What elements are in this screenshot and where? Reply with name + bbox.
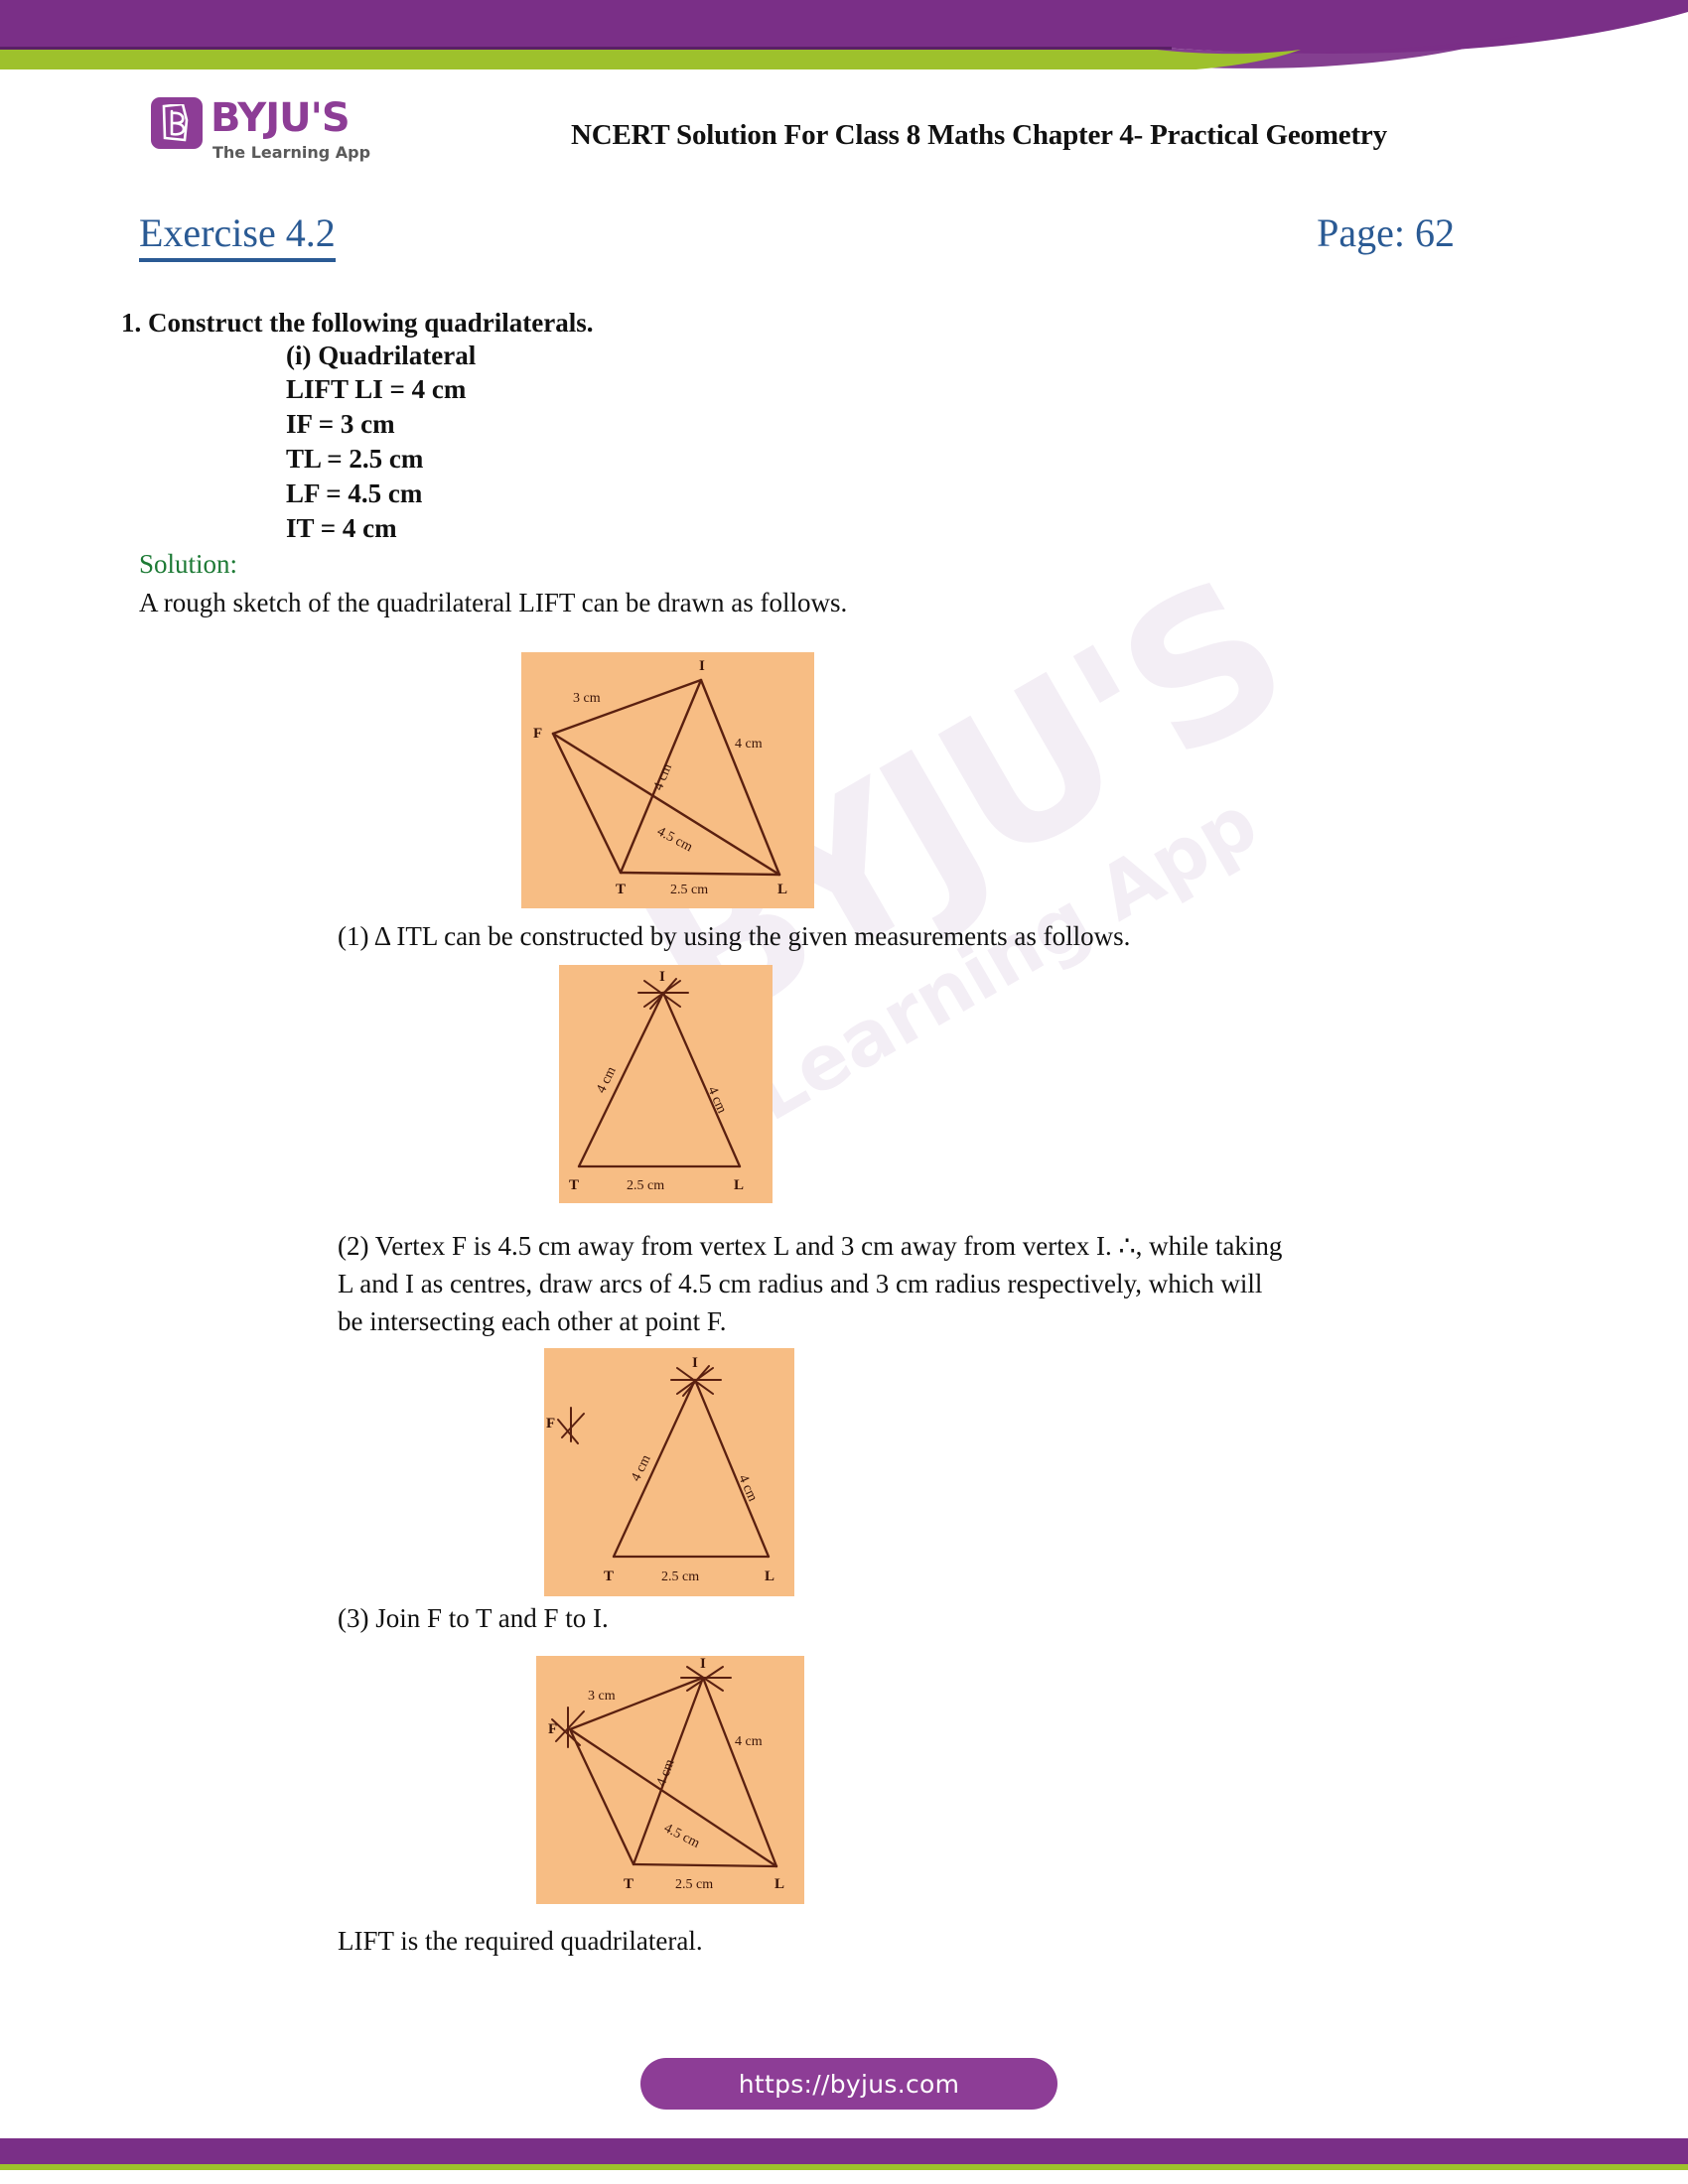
header-divider-line [0, 47, 1172, 50]
vertex-label-L: L [765, 1569, 774, 1584]
measurement-lf: LF = 4.5 cm [286, 478, 423, 508]
arc-intersection-marks-F [551, 1706, 585, 1748]
vertex-label-L: L [734, 1177, 744, 1193]
side-label-4cm-right: 4 cm [735, 1734, 763, 1749]
vertex-label-L: L [777, 882, 787, 897]
document-title: NCERT Solution For Class 8 Maths Chapter… [571, 119, 1387, 151]
side-label-4cm-diag: 4 cm [654, 1757, 678, 1788]
vertex-label-L: L [774, 1876, 784, 1892]
conclusion-text: LIFT is the required quadrilateral. [338, 1926, 703, 1956]
vertex-label-I: I [699, 658, 705, 674]
header-decorative-bands [0, 0, 1688, 69]
arc-intersection-marks-I [637, 978, 689, 1010]
vertex-label-I: I [700, 1656, 706, 1672]
side-label-25cm: 2.5 cm [661, 1570, 699, 1584]
arc-intersection-marks-I [680, 1666, 732, 1692]
step-1-text: (1) Δ ITL can be constructed by using th… [338, 921, 1131, 951]
logo-brand-text: BYJU'S [211, 95, 351, 141]
measurement-it: IT = 4 cm [286, 513, 397, 543]
figure-2-svg: I T L 4 cm 4 cm 2.5 cm [569, 969, 744, 1193]
footer-purple-band [0, 2138, 1688, 2164]
side-label-4cm-right: 4 cm [735, 1473, 760, 1504]
footer-decorative-bands [0, 2115, 1688, 2184]
arc-intersection-marks-I [670, 1365, 722, 1397]
footer-green-band [0, 2164, 1688, 2170]
side-label-3cm: 3 cm [588, 1689, 616, 1704]
byjus-logo: BYJU'S The Learning App [151, 95, 389, 169]
byjus-b-glyph [162, 104, 189, 142]
side-label-4cm-right: 4 cm [704, 1085, 729, 1116]
step-2-line-3: be intersecting each other at point F. [338, 1306, 727, 1336]
step-2-line-1: (2) Vertex F is 4.5 cm away from vertex … [338, 1231, 1283, 1261]
figure-4-svg: I F T L 3 cm 4 cm 4 cm 4.5 cm 2.5 cm [548, 1656, 784, 1892]
figure-triangle-itl-with-arcs: I F T L 4 cm 4 cm 2.5 cm [544, 1348, 794, 1596]
byjus-url-button[interactable]: https://byjus.com [640, 2058, 1057, 2110]
byjus-b-logo-icon [151, 97, 203, 149]
measurement-if: IF = 3 cm [286, 409, 395, 439]
vertex-label-I: I [692, 1355, 698, 1371]
header-band-svg [0, 0, 1688, 69]
vertex-label-T: T [569, 1177, 579, 1193]
figure-quadrilateral-lift-complete: I F T L 3 cm 4 cm 4 cm 4.5 cm 2.5 cm [536, 1656, 804, 1904]
solution-intro-text: A rough sketch of the quadrilateral LIFT… [139, 588, 848, 617]
figure-rough-sketch-lift: I F T L 3 cm 4 cm 4 cm 4.5 cm 2.5 cm [521, 652, 814, 908]
logo-tagline-text: The Learning App [212, 143, 371, 162]
watermark-tagline: Learning App [736, 777, 1272, 1139]
side-label-4cm-right: 4 cm [735, 737, 763, 751]
question-1-text: 1. Construct the following quadrilateral… [121, 308, 594, 338]
step-2-line-2: L and I as centres, draw arcs of 4.5 cm … [338, 1269, 1263, 1298]
footer-white-strip [0, 2170, 1688, 2184]
side-label-45cm: 4.5 cm [661, 1821, 702, 1851]
vertex-label-F: F [533, 726, 542, 742]
figure-1-svg: I F T L 3 cm 4 cm 4 cm 4.5 cm 2.5 cm [533, 658, 787, 897]
vertex-label-T: T [624, 1876, 633, 1892]
vertex-label-F: F [546, 1416, 555, 1432]
header-green-band [0, 50, 1301, 69]
question-subitem-i: (i) Quadrilateral [286, 341, 477, 370]
header-purple-band [0, 0, 1688, 54]
vertex-label-T: T [604, 1569, 614, 1584]
side-label-3cm: 3 cm [573, 691, 601, 706]
footer-band-svg [0, 2138, 1688, 2184]
side-label-25cm: 2.5 cm [675, 1877, 713, 1892]
solution-label: Solution: [139, 549, 238, 579]
page-number-label: Page: 62 [1317, 210, 1455, 255]
side-label-45cm: 4.5 cm [654, 824, 695, 855]
arc-intersection-marks-F [557, 1407, 585, 1444]
vertex-label-T: T [616, 882, 626, 897]
byjus-url-text: https://byjus.com [738, 2069, 960, 2099]
figure-3-svg: I F T L 4 cm 4 cm 2.5 cm [546, 1355, 774, 1584]
vertex-label-F: F [548, 1721, 557, 1737]
measurement-tl: TL = 2.5 cm [286, 444, 424, 474]
side-label-25cm: 2.5 cm [627, 1178, 664, 1193]
exercise-heading: Exercise 4.2 [139, 210, 336, 262]
side-label-4cm-diag: 4 cm [651, 761, 675, 792]
vertex-label-I: I [659, 969, 665, 985]
side-label-25cm: 2.5 cm [670, 883, 708, 897]
step-3-text: (3) Join F to T and F to I. [338, 1603, 609, 1633]
measurement-li: LIFT LI = 4 cm [286, 374, 467, 404]
figure-triangle-itl: I T L 4 cm 4 cm 2.5 cm [559, 965, 773, 1203]
